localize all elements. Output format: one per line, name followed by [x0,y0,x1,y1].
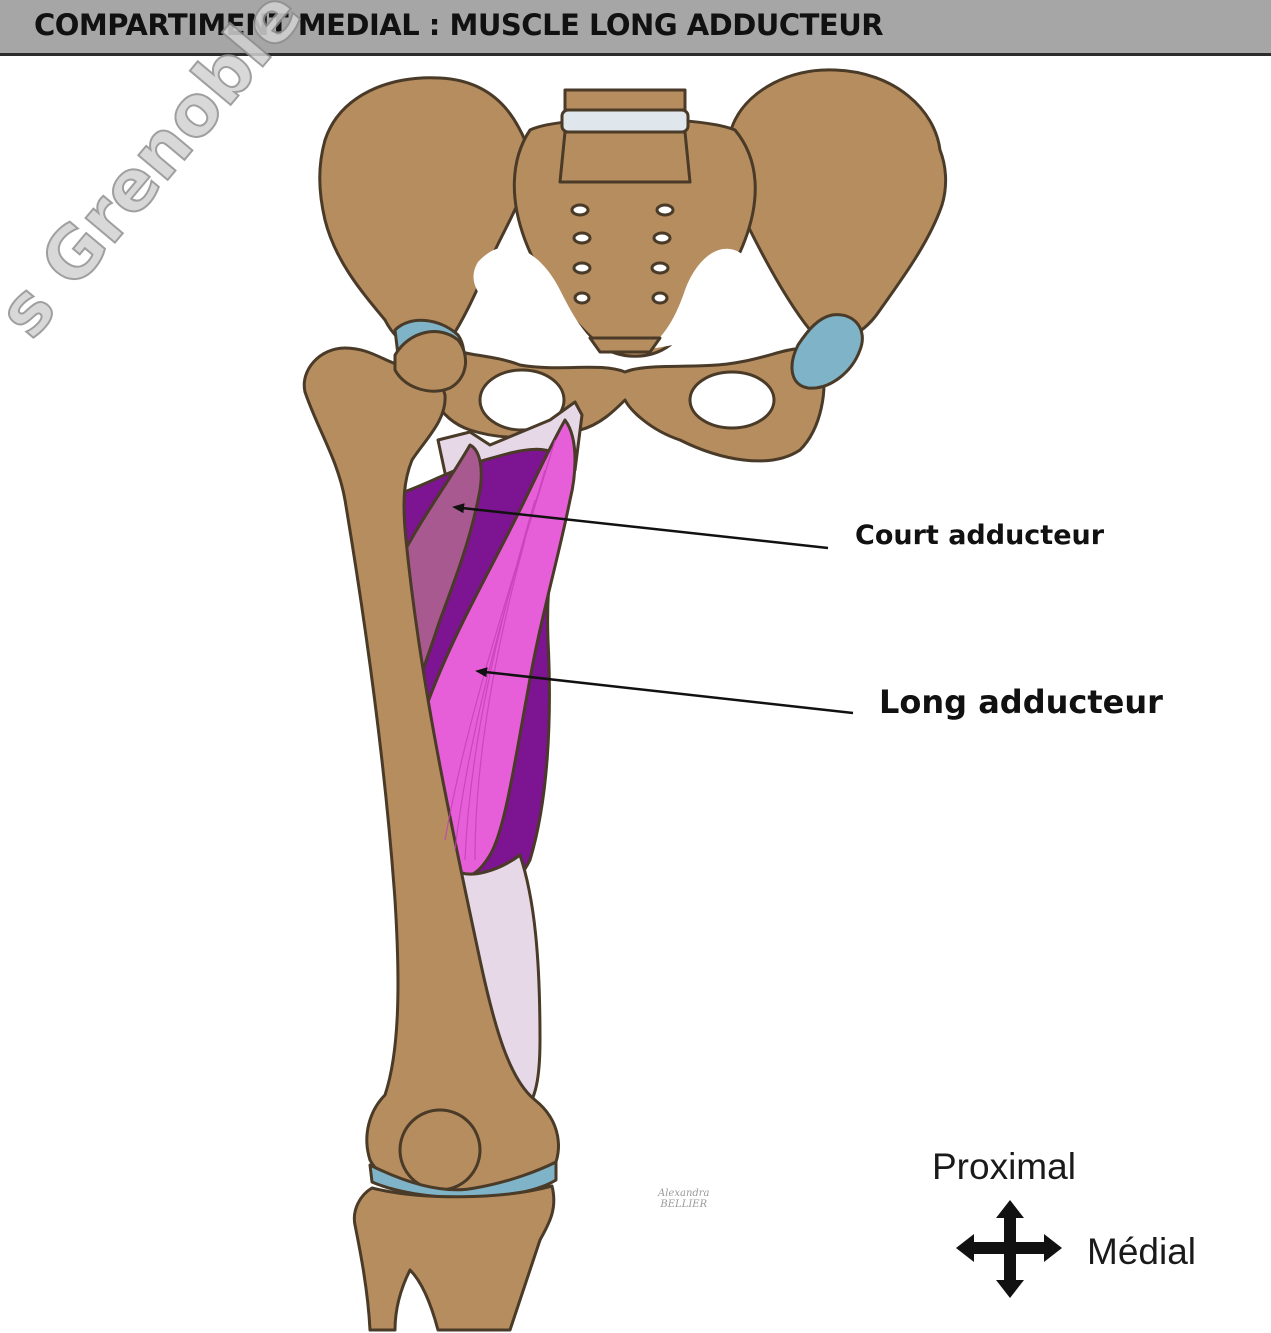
fibre-line [444,439,556,841]
orientation-cross-icon [956,1200,1062,1298]
pelvic-inlet-right [640,248,765,350]
arrow-long-adducteur [475,667,854,715]
coccyx [588,336,662,354]
left-obturator-foramen [478,368,566,432]
page-title: COMPARTIMENT MEDIAL : MUSCLE LONG ADDUCT… [34,8,884,42]
label-long-adducteur: Long adducteur [879,683,1163,721]
orientation-medial: Médial [1087,1231,1196,1272]
right-obturator-foramen [688,370,776,430]
tibia [352,1184,556,1332]
pelvic-inlet [473,247,610,350]
sacral-foramen [572,231,592,245]
sacral-foramen [651,291,669,305]
anatomy-illustration [302,68,1062,1332]
right-acetabulum-cartilage [790,313,864,390]
orientation-proximal: Proximal [932,1146,1076,1187]
fibre-line [454,469,546,851]
intervertebral-disc [560,108,690,134]
sacral-foramen [652,231,672,245]
arrow-court-adducteur [452,503,829,550]
fibre-line [464,499,536,861]
label-court-adducteur: Court adducteur [855,520,1105,551]
header-bar: COMPARTIMENT MEDIAL : MUSCLE LONG ADDUCT… [0,0,1271,56]
sacral-foramen [573,291,591,305]
right-iliac-wing [726,68,948,342]
sacral-foramen [570,203,590,217]
femoral-head [393,330,467,393]
signature-line1: Alexandra [658,1188,710,1199]
signature-line2: BELLIER [660,1199,708,1210]
sacral-foramen [650,261,670,275]
patella [398,1108,482,1192]
fibre-line [474,539,526,861]
l5-vertebra [558,130,692,184]
lumbar-vertebra [563,88,687,112]
sacral-foramen [572,261,592,275]
artist-signature: Alexandra BELLIER [658,1188,710,1210]
femur [302,346,560,1192]
sacral-foramen [655,203,675,217]
